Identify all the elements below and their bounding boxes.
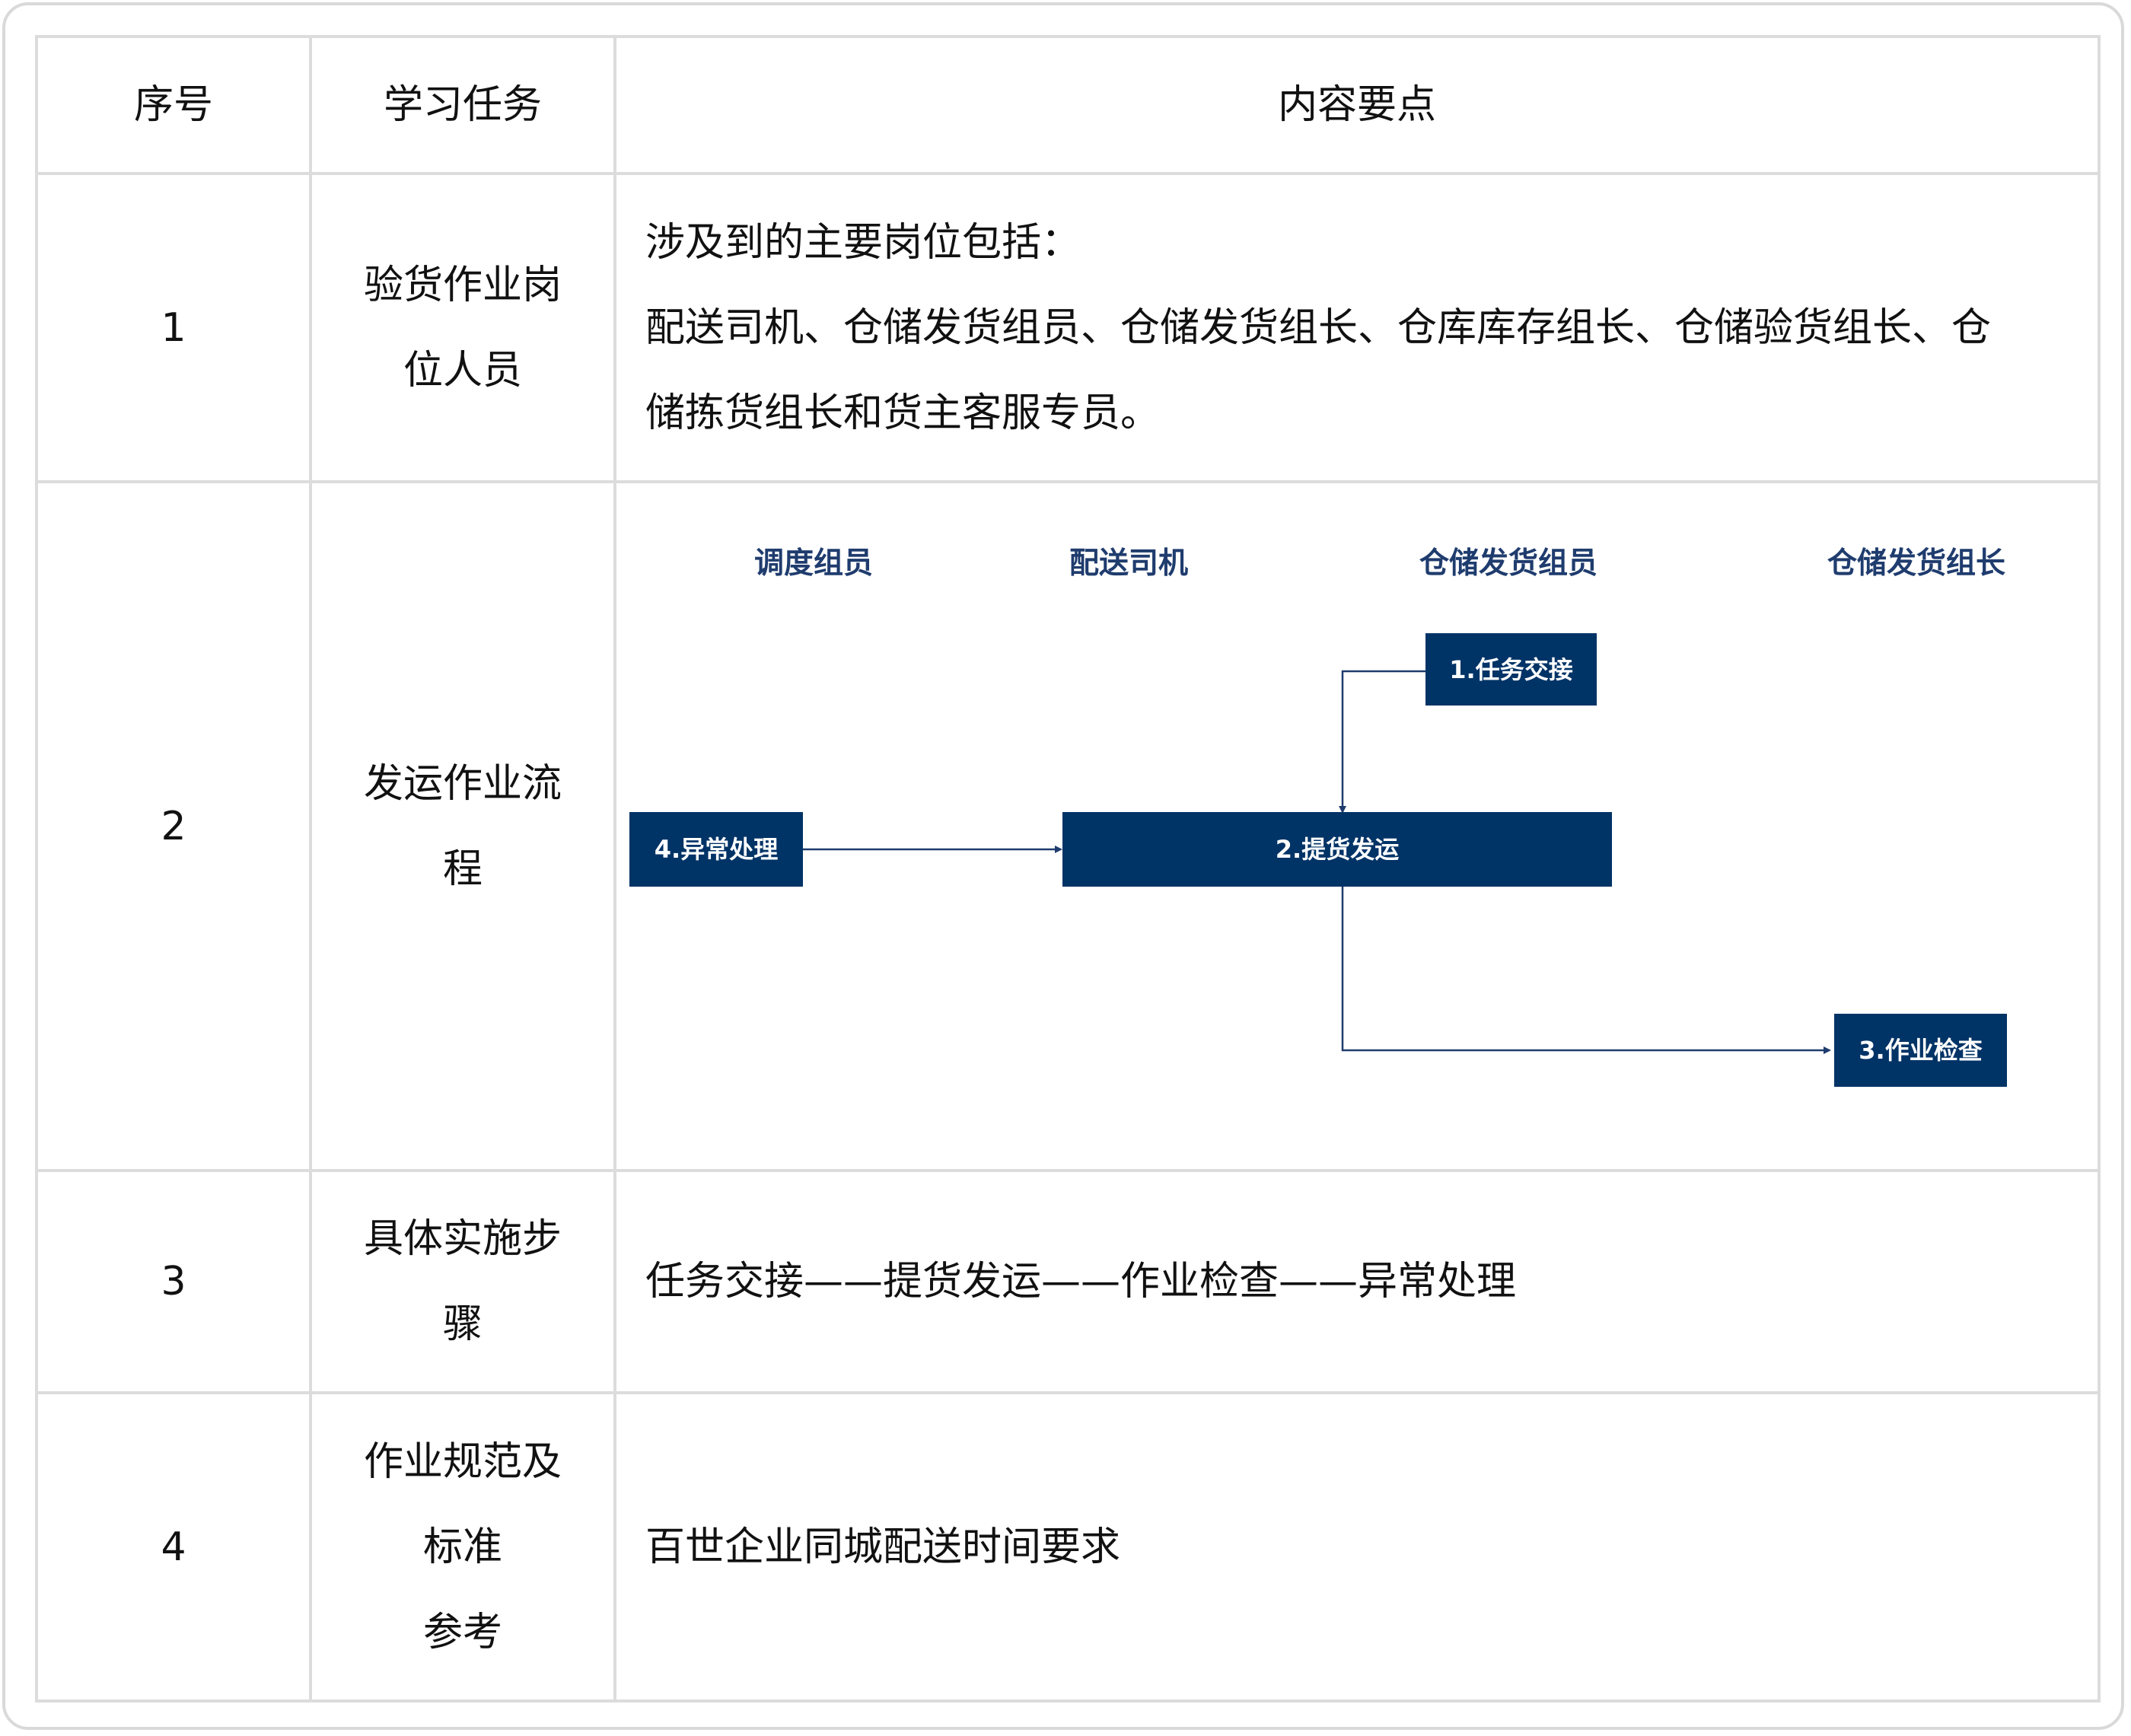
header-task: 学习任务 xyxy=(309,35,616,175)
lane-shipping-member: 仓储发货组员 xyxy=(1419,546,1598,581)
content-line: 配送司机、仓储发货组员、仓储发货组长、仓库库存组长、仓储验货组长、仓 xyxy=(645,304,1992,351)
arrow-handover-to-ship xyxy=(1339,670,1425,814)
arrow-ship-to-check xyxy=(1341,887,1831,1054)
node-pickup-ship: 2.提货发运 xyxy=(1062,812,1612,887)
row-content: 任务交接——提货发运——作业检查——异常处理 xyxy=(613,1169,2101,1394)
task-line: 标准 xyxy=(422,1524,502,1570)
task-line: 骤 xyxy=(442,1301,483,1347)
row-serial: 3 xyxy=(35,1169,312,1394)
content-line: 百世企业同城配送时间要求 xyxy=(645,1524,1121,1570)
node-task-handover: 1.任务交接 xyxy=(1425,633,1597,706)
lane-delivery-driver: 配送司机 xyxy=(1069,546,1189,581)
node-exception: 4.异常处理 xyxy=(629,812,803,887)
table-row: 2 发运作业流 程 调度组员 配送司机 仓储发货组员 xyxy=(35,480,2101,1172)
row-task: 发运作业流 程 xyxy=(309,480,616,1172)
lane-dispatch-member: 调度组员 xyxy=(754,546,874,581)
task-line: 位人员 xyxy=(403,347,522,393)
table-row: 4 作业规范及 标准 参考 百世企业同城配送时间要求 xyxy=(35,1391,2101,1703)
task-line: 具体实施步 xyxy=(363,1216,562,1262)
row-content: 涉及到的主要岗位包括： 配送司机、仓储发货组员、仓储发货组长、仓库库存组长、仓储… xyxy=(613,172,2101,483)
header-serial: 序号 xyxy=(35,35,312,175)
node-work-check: 3.作业检查 xyxy=(1834,1014,2007,1087)
row-serial: 4 xyxy=(35,1391,312,1703)
row-task: 验货作业岗 位人员 xyxy=(309,172,616,483)
task-line: 发运作业流 xyxy=(363,760,562,807)
task-line: 参考 xyxy=(422,1609,502,1655)
task-line: 验货作业岗 xyxy=(363,262,562,308)
content-line: 储拣货组长和货主客服专员。 xyxy=(645,390,1161,436)
row-task: 具体实施步 骤 xyxy=(309,1169,616,1394)
flow-canvas: 调度组员 配送司机 仓储发货组员 仓储发货组长 1.任务交接 2.提货发运 3.… xyxy=(616,483,2101,1172)
table-row: 1 验货作业岗 位人员 涉及到的主要岗位包括： 配送司机、仓储发货组员、仓储发货… xyxy=(35,172,2101,483)
content-line: 任务交接——提货发运——作业检查——异常处理 xyxy=(645,1259,1517,1304)
shipping-flow-diagram: 调度组员 配送司机 仓储发货组员 仓储发货组长 1.任务交接 2.提货发运 3.… xyxy=(613,480,2101,1172)
row-serial: 2 xyxy=(35,480,312,1172)
row-task: 作业规范及 标准 参考 xyxy=(309,1391,616,1703)
task-line: 作业规范及 xyxy=(363,1438,562,1485)
table-header-row: 序号 学习任务 内容要点 xyxy=(35,35,2101,175)
row-content: 百世企业同城配送时间要求 xyxy=(613,1391,2101,1703)
learning-task-table: 序号 学习任务 内容要点 1 验货作业岗 位人员 涉及到的主要岗位包括： 配送司… xyxy=(35,35,2101,1703)
header-content: 内容要点 xyxy=(613,35,2101,175)
content-line: 涉及到的主要岗位包括： xyxy=(645,219,1081,266)
flow-connectors xyxy=(801,670,1831,1054)
task-line: 程 xyxy=(442,846,483,892)
table-row: 3 具体实施步 骤 任务交接——提货发运——作业检查——异常处理 xyxy=(35,1169,2101,1394)
lane-shipping-leader: 仓储发货组长 xyxy=(1827,546,2006,581)
row-serial: 1 xyxy=(35,172,312,483)
